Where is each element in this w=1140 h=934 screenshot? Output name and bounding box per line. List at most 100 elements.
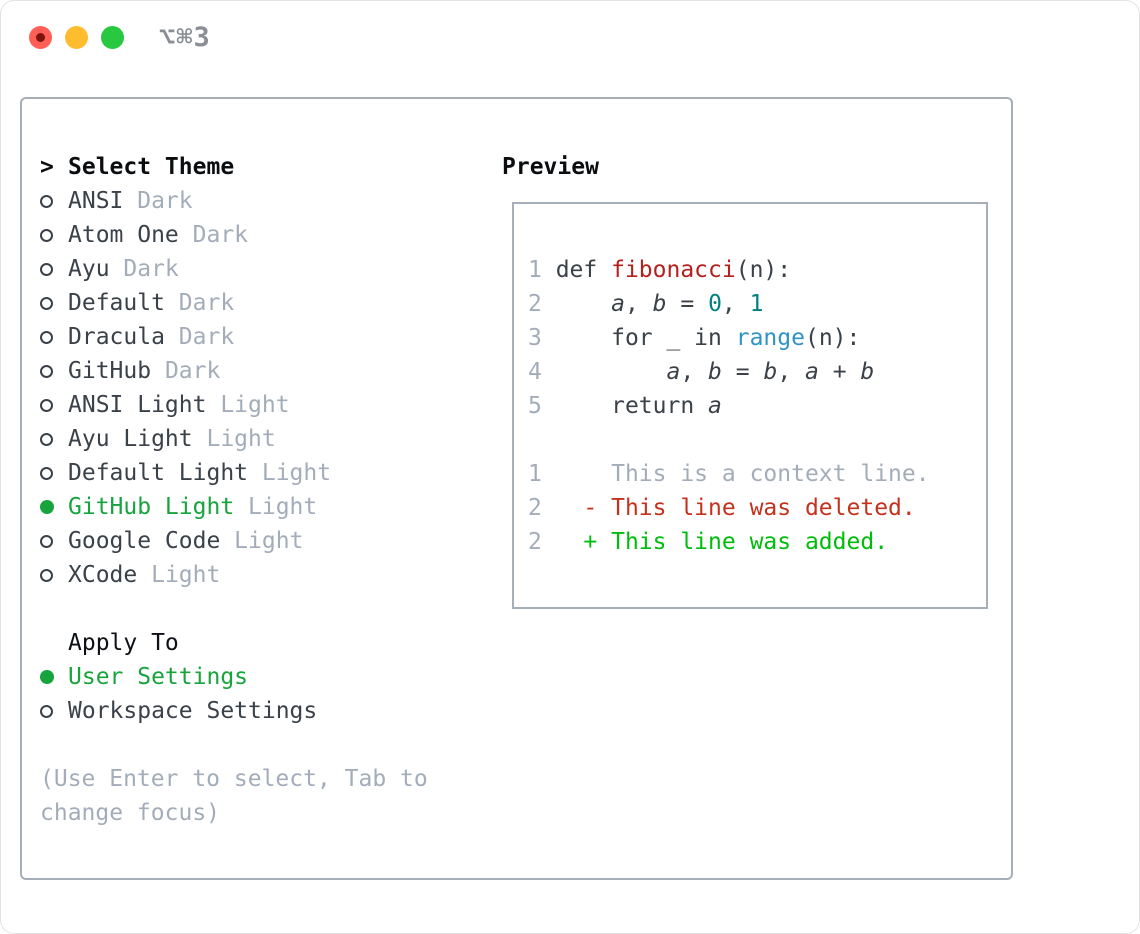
theme-item-default[interactable]: Default Dark bbox=[40, 286, 480, 320]
line-number: 5 bbox=[528, 393, 556, 419]
circle-glyph bbox=[40, 568, 53, 582]
code-token-text bbox=[556, 291, 611, 317]
titlebar: ⌥⌘3 bbox=[29, 22, 211, 53]
prompt-icon: > bbox=[40, 154, 54, 180]
theme-variant: Light bbox=[248, 460, 332, 486]
theme-item-ayu[interactable]: Ayu Dark bbox=[40, 252, 480, 286]
code-token-text: , bbox=[777, 359, 806, 385]
code-line: 2 + This line was added. bbox=[528, 525, 986, 559]
apply-option-label: User Settings bbox=[68, 664, 249, 690]
theme-item-ansi-light[interactable]: ANSI Light Light bbox=[40, 388, 480, 422]
theme-item-ansi[interactable]: ANSI Dark bbox=[40, 184, 480, 218]
radio-icon bbox=[40, 432, 68, 446]
preview-column: Preview bbox=[502, 150, 599, 184]
code-token-var: b bbox=[860, 359, 875, 385]
circle-glyph bbox=[40, 296, 53, 310]
select-theme-header: > Select Theme bbox=[40, 150, 480, 184]
theme-variant: Dark bbox=[164, 324, 235, 350]
radio-icon bbox=[40, 534, 68, 548]
apply-to-header: Apply To bbox=[40, 626, 480, 660]
code-token-var: b bbox=[763, 359, 778, 385]
theme-variant: Dark bbox=[151, 358, 221, 384]
code-token-var: b bbox=[652, 291, 667, 317]
theme-variant: Dark bbox=[164, 290, 235, 316]
code-token-text bbox=[556, 495, 584, 521]
select-theme-title: Select Theme bbox=[68, 154, 235, 180]
code-token-var: a bbox=[708, 393, 722, 419]
theme-item-dracula[interactable]: Dracula Dark bbox=[40, 320, 480, 354]
theme-item-atom-one[interactable]: Atom One Dark bbox=[40, 218, 480, 252]
theme-item-github-light[interactable]: GitHub Light Light bbox=[40, 490, 480, 524]
line-number: 2 bbox=[528, 495, 556, 521]
code-token-text bbox=[556, 359, 667, 385]
theme-name: Google Code bbox=[68, 528, 221, 554]
code-token-builtin: range bbox=[735, 325, 805, 351]
circle-glyph bbox=[40, 194, 53, 208]
close-button[interactable] bbox=[29, 25, 52, 49]
code-token-var: a bbox=[666, 359, 681, 385]
code-token-text: = bbox=[721, 359, 764, 385]
code-token-text: return bbox=[555, 393, 709, 419]
theme-variant: Dark bbox=[109, 256, 179, 282]
code-token-text: , bbox=[624, 291, 653, 317]
code-line: 1 This is a context line. bbox=[528, 457, 986, 491]
radio-icon bbox=[40, 330, 68, 344]
code-token-text: (n): bbox=[735, 257, 792, 283]
theme-variant: Light bbox=[220, 528, 304, 554]
circle-glyph bbox=[40, 330, 53, 344]
theme-item-xcode[interactable]: XCode Light bbox=[40, 558, 480, 592]
line-number: 2 bbox=[528, 291, 556, 317]
theme-variant: Dark bbox=[123, 188, 193, 214]
minimize-button[interactable] bbox=[65, 25, 88, 49]
line-number: 2 bbox=[528, 529, 556, 555]
radio-selected-icon bbox=[40, 670, 68, 684]
code-token-var: a bbox=[805, 359, 819, 385]
theme-item-ayu-light[interactable]: Ayu Light Light bbox=[40, 422, 480, 456]
apply-option-workspace-settings[interactable]: Workspace Settings bbox=[40, 694, 480, 728]
code-token-deleted: - This line was deleted. bbox=[583, 495, 916, 521]
radio-selected-icon bbox=[40, 500, 68, 514]
code-token-text: = bbox=[666, 291, 709, 317]
code-token-num: 0 bbox=[708, 291, 722, 317]
code-line: 2 a, b = 0, 1 bbox=[528, 287, 986, 321]
theme-item-google-code[interactable]: Google Code Light bbox=[40, 524, 480, 558]
code-token-context: This is a context line. bbox=[555, 461, 930, 487]
circle-glyph bbox=[40, 262, 53, 276]
theme-variant: Light bbox=[234, 494, 318, 520]
code-line: 5 return a bbox=[528, 389, 986, 423]
hint-text: (Use Enter to select, Tab to change focu… bbox=[40, 766, 428, 826]
theme-variant: Dark bbox=[178, 222, 249, 248]
theme-item-github[interactable]: GitHub Dark bbox=[40, 354, 480, 388]
theme-name: ANSI Light bbox=[68, 392, 207, 418]
theme-variant: Light bbox=[192, 426, 276, 452]
circle-glyph bbox=[40, 466, 53, 480]
code-token-var: a bbox=[611, 291, 625, 317]
circle-glyph bbox=[40, 704, 53, 718]
code-token-text: for _ in bbox=[555, 325, 736, 351]
code-token-text bbox=[556, 529, 584, 555]
line-number: 4 bbox=[528, 359, 556, 385]
apply-option-user-settings[interactable]: User Settings bbox=[40, 660, 480, 694]
circle-glyph bbox=[40, 228, 53, 242]
radio-icon bbox=[40, 568, 68, 582]
theme-variant: Light bbox=[206, 392, 290, 418]
code-line: 1 def fibonacci(n): bbox=[528, 253, 986, 287]
theme-name: Ayu Light bbox=[68, 426, 193, 452]
close-dot-icon bbox=[36, 32, 45, 42]
radio-icon bbox=[40, 398, 68, 412]
theme-item-default-light[interactable]: Default Light Light bbox=[40, 456, 480, 490]
maximize-button[interactable] bbox=[101, 25, 124, 49]
code-line bbox=[528, 423, 986, 457]
theme-name: Dracula bbox=[68, 324, 165, 350]
code-line: 3 for _ in range(n): bbox=[528, 321, 986, 355]
line-number: 1 bbox=[528, 257, 556, 283]
theme-name: Default bbox=[68, 290, 165, 316]
radio-icon bbox=[40, 466, 68, 480]
theme-name: Atom One bbox=[68, 222, 179, 248]
preview-title: Preview bbox=[502, 154, 599, 180]
code-line: 2 - This line was deleted. bbox=[528, 491, 986, 525]
code-token-var: b bbox=[708, 359, 722, 385]
